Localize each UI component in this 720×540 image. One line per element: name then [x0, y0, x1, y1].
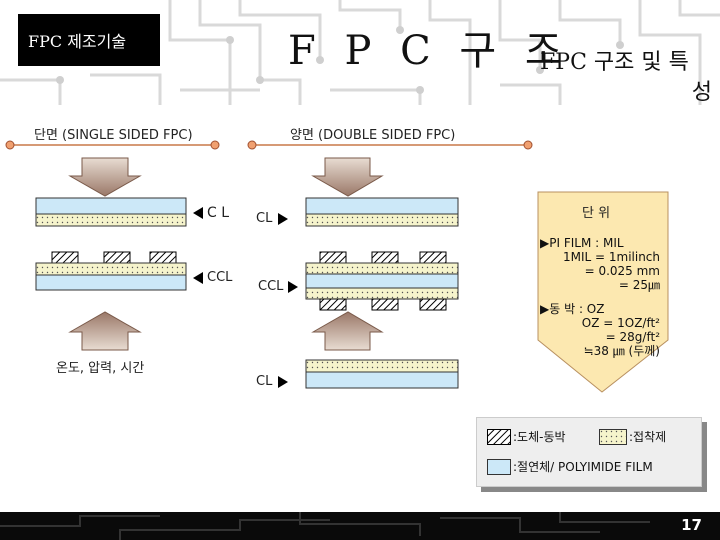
- press-down-arrow-icon: [311, 157, 384, 197]
- press-up-arrow-icon: [311, 311, 384, 351]
- ccl-adhesive-bottom: [305, 287, 459, 300]
- legend-item-conductor: :도체-동박: [487, 428, 566, 445]
- subtitle-line1: FPC 구조 및 특: [540, 50, 689, 75]
- callout-line: = 28g/ft²: [605, 330, 660, 344]
- copper-trace: [149, 251, 177, 264]
- ccl-adhesive-layer: [35, 262, 187, 276]
- ccl-film-layer: [305, 273, 459, 289]
- ccl-adhesive-top: [305, 262, 459, 275]
- copper-trace: [371, 251, 399, 264]
- page-title: F P C 구 조: [288, 28, 570, 74]
- header-banner: FPC 제조기술 F P C 구 조 FPC 구조 및 특 성: [0, 0, 720, 105]
- copper-trace: [319, 298, 347, 311]
- logo-text: FPC 제조기술: [28, 32, 127, 51]
- copper-trace: [419, 251, 447, 264]
- label-ccl-double: CCL: [258, 279, 284, 294]
- cl-adhesive-layer: [35, 213, 187, 227]
- press-up-arrow-icon: [68, 311, 142, 351]
- press-down-arrow-icon: [68, 157, 142, 197]
- callout-title: 단 위: [582, 206, 611, 221]
- label-cl-single: C L: [207, 205, 230, 221]
- connector-dot-icon: [523, 140, 533, 150]
- copper-trace: [51, 251, 79, 264]
- dot-swatch-icon: [599, 428, 627, 445]
- connector-dot-icon: [210, 140, 220, 150]
- logo-box: FPC 제조기술: [18, 14, 160, 66]
- subtitle-line2: 성: [691, 80, 712, 105]
- unit-callout-text: ▶PI FILM : MIL 1MIL = 1milinch = 0.025 m…: [540, 236, 660, 358]
- copper-trace: [419, 298, 447, 311]
- label-cl-double-bottom: CL: [256, 374, 273, 389]
- cl-bottom-film-layer: [305, 371, 459, 389]
- callout-line: ≒38 ㎛ (두께): [583, 344, 660, 358]
- label-cl-double-top: CL: [256, 211, 273, 226]
- label-ccl-single: CCL: [207, 270, 233, 285]
- footer-bar: 17: [0, 512, 720, 540]
- legend-label-conductor: :도체-동박: [513, 430, 566, 444]
- copper-trace: [103, 251, 131, 264]
- circuit-footer-decoration: [0, 512, 720, 540]
- cl-film-layer: [35, 197, 187, 215]
- single-sided-heading: 단면 (SINGLE SIDED FPC): [34, 128, 193, 143]
- copper-trace: [371, 298, 399, 311]
- callout-line: ▶PI FILM : MIL: [540, 236, 624, 250]
- pointer-right-icon: [278, 376, 288, 388]
- legend-item-adhesive: :접착제: [599, 428, 666, 445]
- connector-dot-icon: [247, 140, 257, 150]
- ccl-film-layer: [35, 274, 187, 291]
- cl-top-adhesive-layer: [305, 213, 459, 227]
- copper-trace: [319, 251, 347, 264]
- circuit-pattern-decoration: [0, 0, 720, 105]
- double-sided-heading: 양면 (DOUBLE SIDED FPC): [290, 128, 456, 143]
- pointer-left-icon: [193, 272, 203, 284]
- callout-line: = 0.025 mm: [584, 264, 660, 278]
- legend-label-adhesive: :접착제: [629, 430, 667, 444]
- legend-box: :도체-동박 :접착제 :절연체/ POLYIMIDE FILM: [476, 417, 702, 487]
- connector-dot-icon: [5, 140, 15, 150]
- hatch-swatch-icon: [487, 428, 511, 445]
- callout-line: OZ = 1OZ/ft²: [581, 316, 660, 330]
- callout-line: = 25㎛: [618, 278, 660, 292]
- callout-line: ▶동 박 : OZ: [540, 302, 605, 316]
- pointer-right-icon: [278, 213, 288, 225]
- film-swatch-icon: [487, 458, 511, 475]
- legend-item-insulator: :절연체/ POLYIMIDE FILM: [487, 458, 653, 475]
- cl-bottom-adhesive-layer: [305, 359, 459, 373]
- cl-top-film-layer: [305, 197, 459, 215]
- page-subtitle: FPC 구조 및 특 성: [540, 48, 716, 105]
- process-condition-text: 온도, 압력, 시간: [56, 361, 145, 376]
- pointer-right-icon: [288, 281, 298, 293]
- callout-line: 1MIL = 1milinch: [562, 250, 660, 264]
- pointer-left-icon: [193, 207, 203, 219]
- page-number: 17: [681, 516, 702, 534]
- legend-label-insulator: :절연체/ POLYIMIDE FILM: [513, 460, 653, 474]
- unit-callout-shape: [537, 191, 669, 393]
